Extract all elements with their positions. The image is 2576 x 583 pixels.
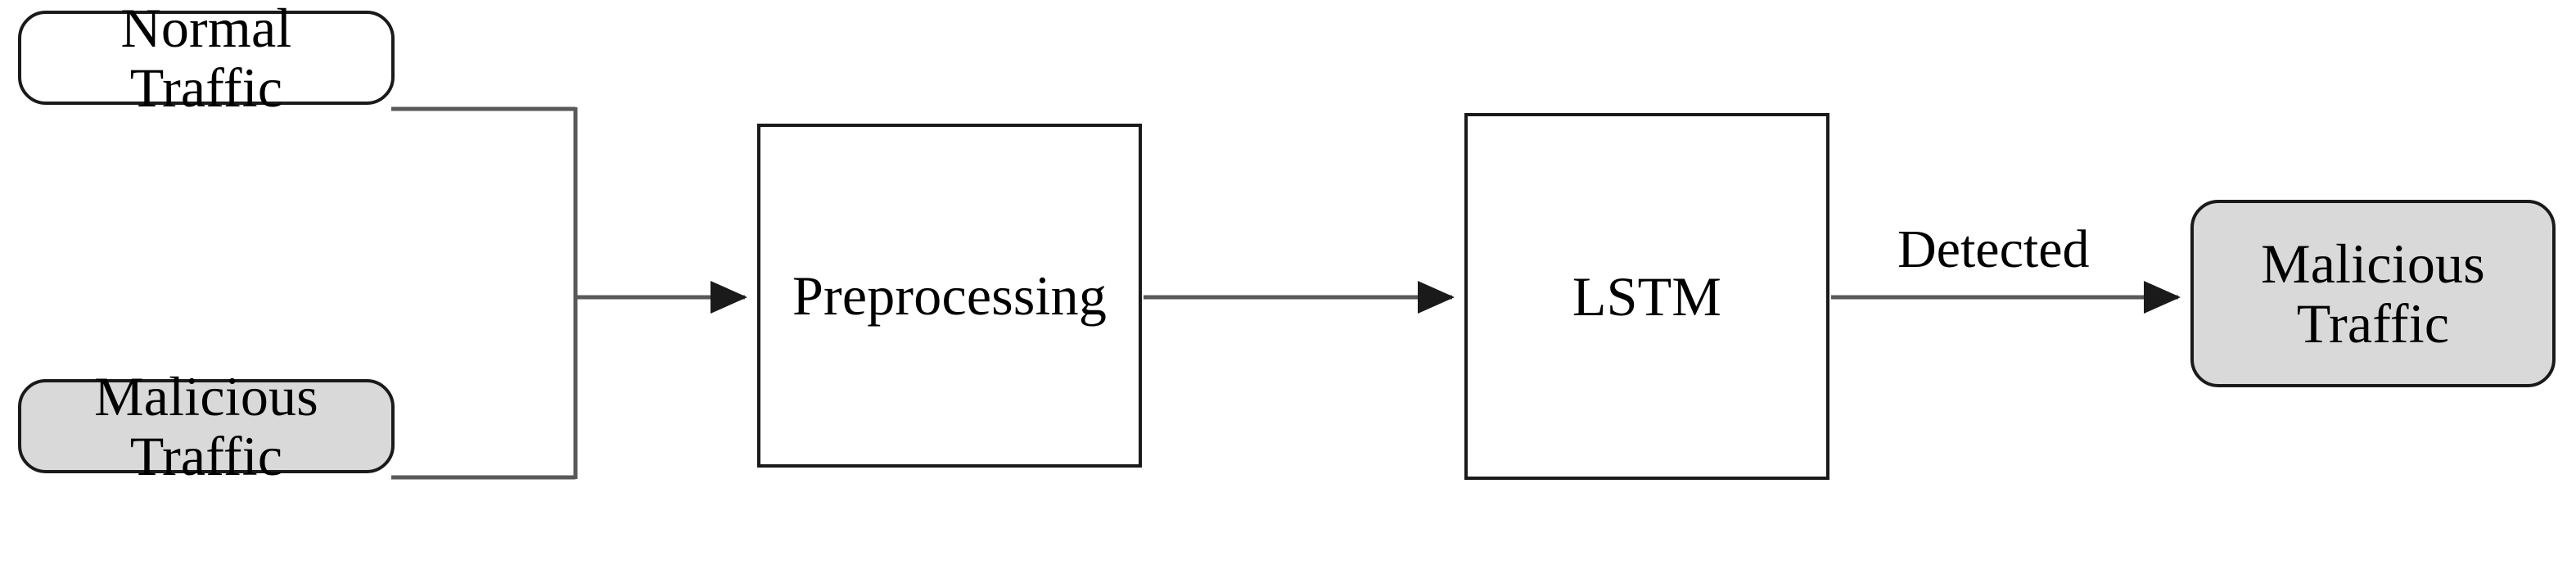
node-preprocessing[interactable]: Preprocessing	[757, 124, 1142, 468]
node-lstm[interactable]: LSTM	[1464, 113, 1829, 480]
node-malicious-traffic-output[interactable]: Malicious Traffic	[2190, 200, 2556, 387]
edge-label-detected: Detected	[1897, 219, 2090, 279]
node-malicious-traffic-input[interactable]: Malicious Traffic	[18, 367, 395, 486]
node-normal-traffic[interactable]: Normal Traffic	[18, 0, 395, 117]
